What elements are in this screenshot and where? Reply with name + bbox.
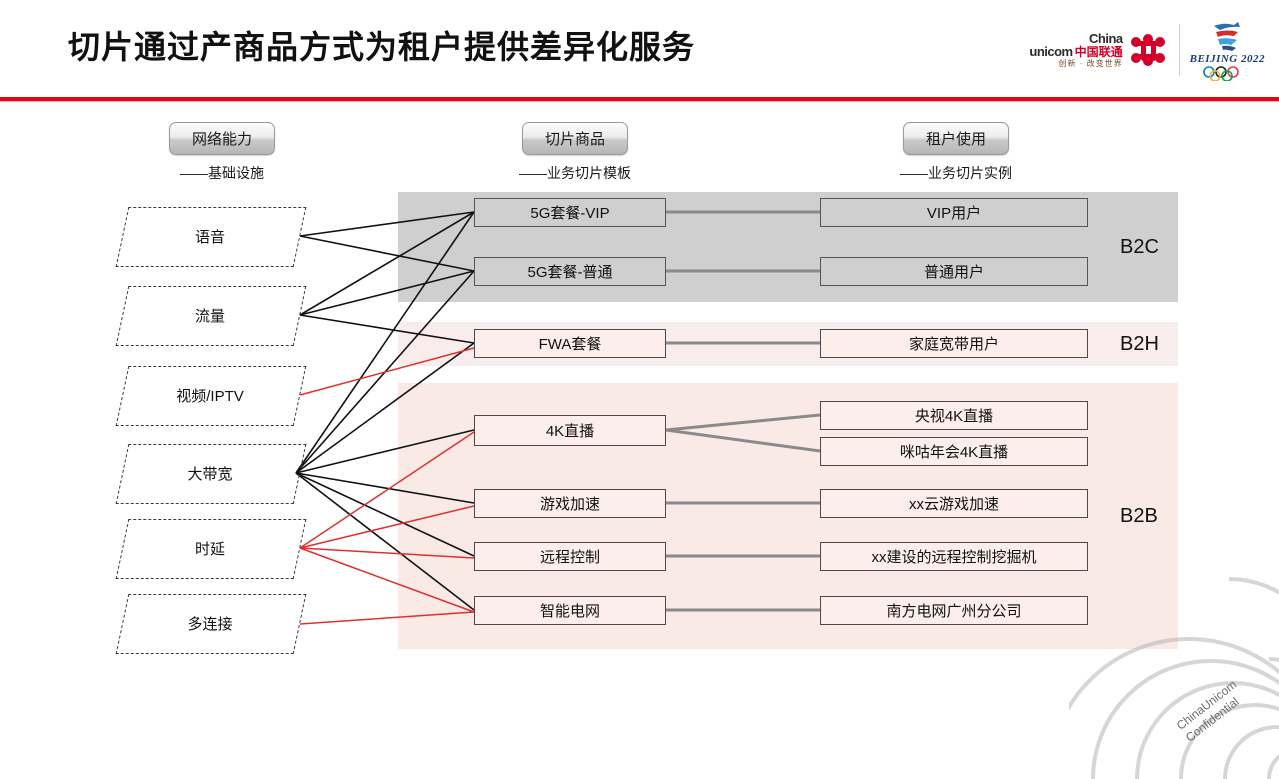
capability-label-voice: 语音 xyxy=(194,228,225,246)
product-box-4k-live[interactable]: 4K直播 xyxy=(474,415,666,446)
winter-olympics-emblem-icon xyxy=(1214,21,1241,51)
product-box-5g-normal[interactable]: 5G套餐-普通 xyxy=(474,257,666,286)
column-pill-products[interactable]: 切片商品 xyxy=(521,122,628,155)
column-sub-products: ——业务切片模板 xyxy=(519,165,631,181)
capability-label-bandwidth: 大带宽 xyxy=(187,465,233,483)
band-label-b2b: B2B xyxy=(1120,505,1158,527)
page-title: 切片通过产商品方式为租户提供差异化服务 xyxy=(68,29,696,65)
watermark-arcs-icon xyxy=(1069,577,1279,779)
capability-label-latency: 时延 xyxy=(194,540,225,558)
unicom-line2: unicom xyxy=(1029,44,1073,59)
tenant-box-cloud-gaming[interactable]: xx云游戏加速 xyxy=(820,489,1088,518)
column-sub-network: ——基础设施 xyxy=(180,165,264,181)
slide-canvas: 切片通过产商品方式为租户提供差异化服务 China unicom 中国联通 创新… xyxy=(0,14,1279,779)
header-rule-shadow xyxy=(0,101,1279,102)
tenant-box-normal-users[interactable]: 普通用户 xyxy=(820,257,1088,286)
column-header-network: 网络能力 ——基础设施 xyxy=(152,122,292,183)
product-box-game-accel[interactable]: 游戏加速 xyxy=(474,489,666,518)
unicom-slogan: 创新 · 改变世界 xyxy=(1058,59,1123,68)
beijing-2022-logo: BEIJING 2022 xyxy=(1190,20,1265,81)
beijing-2022-text: BEIJING 2022 xyxy=(1189,52,1265,65)
tenant-box-remote-digger[interactable]: xx建设的远程控制挖掘机 xyxy=(820,542,1088,571)
header-red-rule xyxy=(0,97,1279,101)
tenant-box-southern-grid[interactable]: 南方电网广州分公司 xyxy=(820,596,1088,625)
capability-label-video-iptv: 视频/IPTV xyxy=(176,387,244,405)
capability-label-data: 流量 xyxy=(194,307,225,325)
capability-label-multiconnect: 多连接 xyxy=(187,615,233,633)
unicom-chinese-name: 中国联通 xyxy=(1074,45,1123,59)
product-box-smart-grid[interactable]: 智能电网 xyxy=(474,596,666,625)
logo-divider xyxy=(1178,24,1180,76)
product-box-fwa[interactable]: FWA套餐 xyxy=(474,329,666,358)
product-box-remote-ctl[interactable]: 远程控制 xyxy=(474,542,666,571)
unicom-line1: China xyxy=(1089,31,1123,46)
column-pill-tenants[interactable]: 租户使用 xyxy=(902,122,1009,155)
china-unicom-wordmark: China unicom 中国联通 创新 · 改变世界 xyxy=(1029,31,1123,68)
column-pill-network[interactable]: 网络能力 xyxy=(168,122,275,155)
brand-logos: China unicom 中国联通 创新 · 改变世界 xyxy=(1029,14,1265,86)
tenant-box-migu-4k[interactable]: 咪咕年会4K直播 xyxy=(820,437,1088,466)
tenant-box-vip-users[interactable]: VIP用户 xyxy=(820,198,1088,227)
olympic-rings-icon xyxy=(1203,65,1240,81)
unicom-knot-icon xyxy=(1130,34,1165,66)
column-header-tenants: 租户使用 ——业务切片实例 xyxy=(886,122,1026,183)
band-label-b2h: B2H xyxy=(1120,333,1159,355)
band-label-b2c: B2C xyxy=(1120,236,1159,258)
column-sub-tenants: ——业务切片实例 xyxy=(900,165,1012,181)
column-header-products: 切片商品 ——业务切片模板 xyxy=(505,122,645,183)
tenant-box-cctv-4k[interactable]: 央视4K直播 xyxy=(820,401,1088,430)
tenant-box-home-broadband[interactable]: 家庭宽带用户 xyxy=(820,329,1088,358)
product-box-5g-vip[interactable]: 5G套餐-VIP xyxy=(474,198,666,227)
china-unicom-logo: China unicom 中国联通 创新 · 改变世界 xyxy=(1029,32,1168,68)
